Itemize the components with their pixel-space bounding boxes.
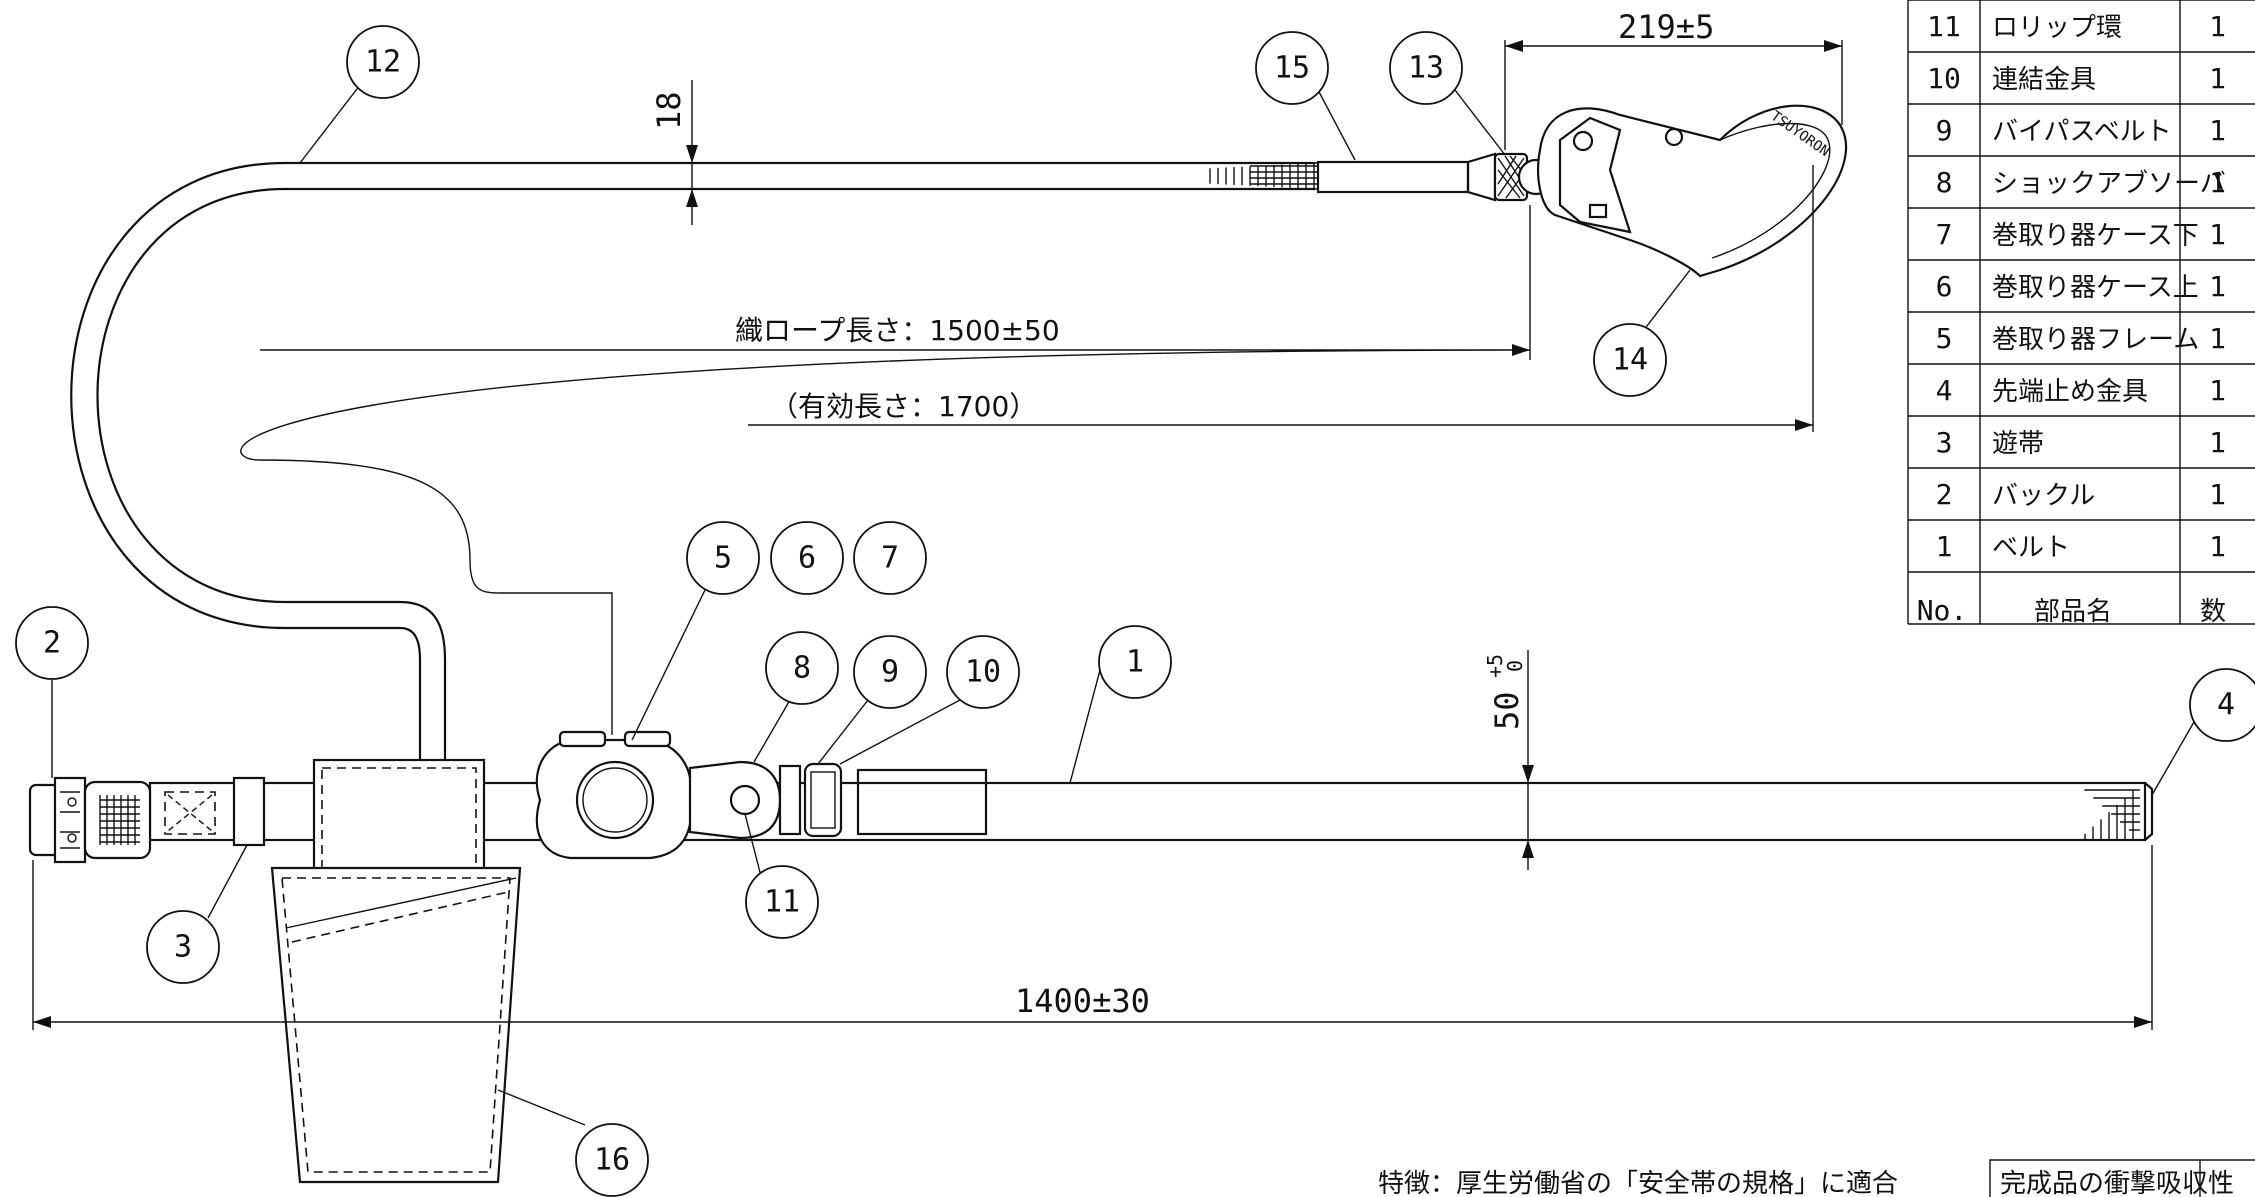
table-cell-no: 1 (1936, 530, 1953, 563)
callout-label-10: 10 (965, 655, 1001, 690)
table-cell-qty: 1 (2209, 530, 2226, 563)
table-cell-no: 5 (1936, 322, 1953, 355)
table-cell-name: ショックアブソーバ (1992, 169, 2226, 199)
table-cell-name: バイパスベルト (1992, 117, 2172, 147)
dim-belt-width: 50 (1488, 691, 1526, 730)
rope (70, 161, 1315, 800)
table-cell-name: 巻取り器ケース上 (1992, 273, 2199, 303)
tool-pouch (270, 758, 522, 1184)
callout-3: 3 (146, 910, 220, 984)
table-cell-name: 巻取り器ケース下 (1992, 221, 2199, 251)
table-header-name: 部品名 (2034, 597, 2112, 627)
table-cell-no: 4 (1936, 374, 1953, 407)
callout-label-15: 15 (1274, 51, 1310, 86)
dim-hook-length: 219±5 (1618, 8, 1714, 46)
callout-4: 4 (2189, 668, 2255, 742)
table-cell-qty: 1 (2209, 166, 2226, 199)
callout-label-7: 7 (881, 541, 899, 576)
table-cell-name: 遊帯 (1992, 429, 2044, 459)
callout-label-4: 4 (2217, 688, 2235, 723)
callout-13: 13 (1389, 31, 1463, 105)
table-cell-name: バックル (1992, 481, 2095, 511)
table-cell-qty: 1 (2209, 114, 2226, 147)
table-cell-qty: 1 (2209, 62, 2226, 95)
callout-label-9: 9 (881, 655, 899, 690)
table-cell-no: 10 (1927, 62, 1961, 95)
leader-lines (51, 84, 2199, 1126)
table-cell-qty: 1 (2209, 218, 2226, 251)
table-header-qty: 数 (2200, 597, 2226, 627)
dim-rope-length: 織ロープ長さ：1500±50 (735, 314, 1060, 347)
table-cell-qty: 1 (2209, 10, 2226, 43)
table-cell-name: ベルト (1992, 533, 2070, 563)
feature-note: 特徴：厚生労働省の「安全帯の規格」に適合 (1378, 1169, 1898, 1197)
table-cell-no: 8 (1936, 166, 1953, 199)
callout-2: 2 (15, 606, 89, 680)
free-loop (164, 776, 266, 847)
callout-7: 7 (853, 521, 927, 595)
callout-label-16: 16 (594, 1143, 630, 1178)
dim-effective-length: （有効長さ：1700） (770, 390, 1037, 423)
corner-label: 完成品の衝撃吸収性 (2000, 1169, 2234, 1197)
callout-14: 14 (1593, 323, 1667, 397)
table-cell-name: 連結金具 (1992, 65, 2096, 95)
callout-label-3: 3 (174, 930, 192, 965)
callout-1: 1 (1098, 625, 1172, 699)
callout-5: 5 (686, 521, 760, 595)
callout-10: 10 (946, 635, 1020, 709)
callout-label-2: 2 (43, 626, 61, 661)
table-cell-name: 巻取り器フレーム (1992, 325, 2199, 355)
callout-label-11: 11 (764, 885, 800, 920)
callout-label-1: 1 (1126, 645, 1144, 680)
callout-6: 6 (770, 521, 844, 595)
table-cell-name: 先端止め金具 (1992, 377, 2148, 407)
bypass-connector (803, 762, 843, 838)
table-cell-no: 7 (1936, 218, 1953, 251)
dimension-lines (32, 40, 2153, 1030)
table-cell-no: 11 (1927, 10, 1961, 43)
table-cell-no: 3 (1936, 426, 1953, 459)
callout-16: 16 (575, 1123, 649, 1197)
callout-label-12: 12 (365, 45, 401, 80)
callout-11: 11 (745, 865, 819, 939)
table-cell-no: 2 (1936, 478, 1953, 511)
callout-15: 15 (1255, 31, 1329, 105)
table-header-no: No. (1917, 594, 1968, 627)
callout-8: 8 (765, 631, 839, 705)
callout-12: 12 (346, 25, 420, 99)
table-cell-qty: 1 (2209, 322, 2226, 355)
dim-rope-thickness: 18 (650, 91, 688, 130)
callout-label-8: 8 (793, 651, 811, 686)
table-cell-no: 9 (1936, 114, 1953, 147)
callout-label-5: 5 (714, 541, 732, 576)
corner-label-box: 完成品の衝撃吸収性 (1989, 1159, 2255, 1197)
callout-label-14: 14 (1612, 343, 1648, 378)
table-cell-name: ロリップ環 (1992, 13, 2122, 43)
dim-belt-width-tol-lower: 0 (1503, 660, 1527, 672)
table-cell-no: 6 (1936, 270, 1953, 303)
table-cell-qty: 1 (2209, 270, 2226, 303)
table-cell-qty: 1 (2209, 374, 2226, 407)
callout-9: 9 (853, 635, 927, 709)
callout-label-13: 13 (1408, 51, 1444, 86)
dim-belt-length: 1400±30 (1015, 982, 1150, 1020)
dim-belt-width-tol-upper: +5 (1483, 654, 1507, 678)
buckle (28, 776, 152, 864)
retractor (535, 730, 802, 860)
callout-label-6: 6 (798, 541, 816, 576)
table-cell-qty: 1 (2209, 478, 2226, 511)
table-cell-qty: 1 (2209, 426, 2226, 459)
carabiner-hook: TSUYORON (1493, 104, 1848, 278)
rope-splice (1205, 152, 1497, 202)
